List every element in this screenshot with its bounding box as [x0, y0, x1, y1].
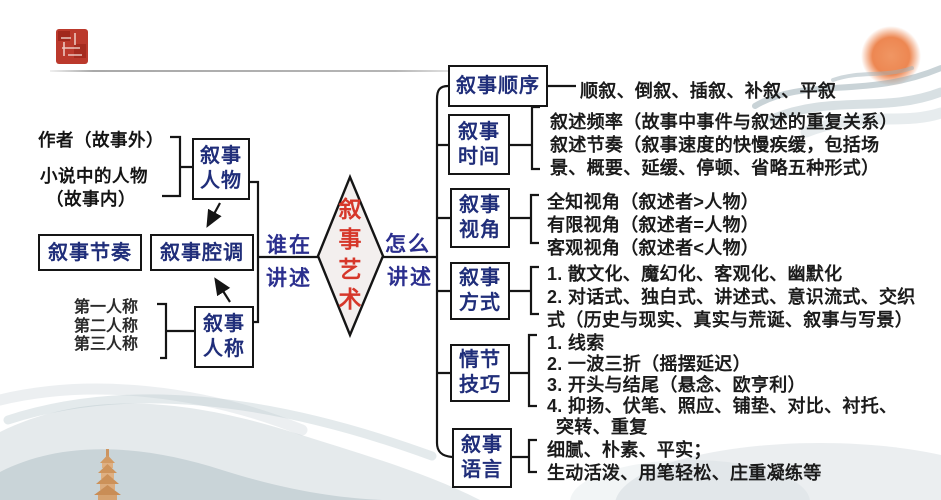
bracket-shijiao [510, 193, 539, 245]
bracket-shijian [510, 105, 540, 171]
node-label: 人物 [200, 170, 242, 192]
node-label: 方式 [459, 292, 501, 314]
node-label: 叙事节奏 [48, 241, 132, 264]
who-label-line1: 谁在 [266, 234, 312, 257]
detail-line: 细腻、朴素、平实； [547, 440, 712, 460]
node-label: 叙事 [200, 145, 242, 167]
red-seal-stamp-icon [56, 29, 88, 64]
ink-wash-blob [570, 460, 810, 500]
detail-line: 有限视角（叙述者=人物） [547, 215, 760, 235]
node-xushishijiao: 叙事 视角 [450, 188, 510, 248]
node-label: 人称 [203, 338, 245, 360]
node-qingjiejiqiao: 情节 技巧 [450, 344, 510, 402]
center-diamond [316, 173, 385, 339]
detail-line: 1. 线索 [547, 333, 605, 353]
node-label: 叙事 [458, 120, 500, 143]
detail-line: 式（历史与现实、真实与荒诞、叙事与写景） [547, 310, 913, 330]
detail-line: 2. 对话式、独白式、讲述式、意识流式、交织 [547, 287, 916, 307]
center-topic: 叙 事 艺 术 [327, 194, 373, 314]
character-note-line2: （故事内） [46, 189, 136, 209]
node-xushirencheng: 叙事 人称 [194, 306, 254, 368]
ink-wash-hill [0, 449, 382, 500]
ink-wash-blob [615, 443, 941, 500]
bracket-author [162, 135, 192, 198]
node-xushiyuyan: 叙事 语言 [452, 428, 512, 488]
person-list-item: 第三人称 [74, 336, 139, 353]
node-label: 叙事腔调 [160, 241, 244, 264]
node-label: 叙事 [461, 434, 503, 456]
ink-wash-stroke [3, 394, 437, 461]
how-label-line1: 怎么 [385, 233, 431, 256]
bracket-fangshi [510, 265, 539, 316]
detail-line: 4. 抑扬、伏笔、照应、铺垫、对比、衬托、 [547, 396, 898, 416]
node-label: 情节 [459, 349, 501, 371]
node-xushishunxu: 叙事顺序 [448, 65, 548, 107]
mountain-wave-icon [767, 87, 941, 124]
detail-line: 客观视角（叙述者<人物） [547, 238, 760, 258]
mountain-wave-icon [800, 107, 941, 138]
detail-line: 全知视角（叙述者>人物） [547, 192, 760, 212]
arrow-rencheng-to-qiangdiao [214, 277, 231, 303]
node-label: 语言 [461, 459, 503, 481]
node-label: 叙事 [459, 267, 501, 289]
bracket-persons [157, 302, 194, 360]
author-note: 作者（故事外） [38, 130, 164, 150]
person-list-item: 第二人称 [74, 317, 139, 335]
character-note-line1: 小说中的人物 [40, 166, 148, 186]
mountain-wave-icon [831, 66, 914, 82]
detail-line: 景、概要、延缓、停顿、省略五种形式） [550, 158, 880, 178]
detail-line: 叙述节奏（叙事速度的快慢疾缓，包括场 [550, 135, 880, 155]
node-label: 时间 [458, 145, 500, 168]
who-label-line2: 讲述 [266, 267, 312, 290]
how-label-line2: 讲述 [387, 266, 433, 289]
node-label: 视角 [459, 219, 501, 241]
detail-line: 叙述频率（故事中事件与叙述的重复关系） [550, 112, 898, 132]
detail-line: 生动活泼、用笔轻松、庄重凝练等 [547, 463, 822, 483]
node-xushiqiangdiao: 叙事腔调 [150, 234, 254, 271]
detail-line: 2. 一波三折（摇摆延迟） [547, 354, 751, 374]
node-label: 叙事顺序 [456, 75, 540, 97]
ink-wash-stroke [0, 383, 308, 436]
header-divider-line [50, 70, 482, 72]
pagoda-icon [94, 449, 121, 500]
bracket-yuyan [512, 438, 537, 474]
detail-line: 突转、重复 [556, 417, 648, 437]
node-xushirenwu: 叙事 人物 [192, 138, 250, 200]
node-label: 技巧 [459, 374, 501, 396]
bracket-jiqiao [510, 333, 537, 408]
node-label: 叙事 [459, 194, 501, 216]
left-tree [250, 180, 318, 324]
detail-line: 3. 开头与结尾（悬念、欧亨利） [547, 375, 806, 395]
ink-wash-hill [0, 403, 480, 500]
detail-line: 1. 散文化、魔幻化、客观化、幽默化 [547, 264, 843, 284]
node-label: 叙事 [203, 313, 245, 335]
center-topic-char: 事 [338, 226, 362, 252]
detail-line: 顺叙、倒叙、插叙、补叙、平叙 [580, 81, 837, 101]
node-xushifangshi: 叙事 方式 [450, 262, 510, 320]
node-xushijiezou: 叙事节奏 [38, 234, 142, 271]
right-tree [435, 84, 453, 459]
mountain-wave-icon [752, 65, 941, 109]
person-list: 第一人称 第二人称 第三人称 [74, 299, 138, 355]
center-topic-char: 叙 [338, 196, 362, 222]
arrow-renwu-to-qiangdiao [206, 202, 222, 228]
node-xushishijian: 叙事 时间 [448, 114, 510, 175]
center-topic-char: 术 [338, 286, 362, 312]
center-topic-char: 艺 [338, 256, 362, 282]
person-list-item: 第一人称 [74, 299, 139, 316]
